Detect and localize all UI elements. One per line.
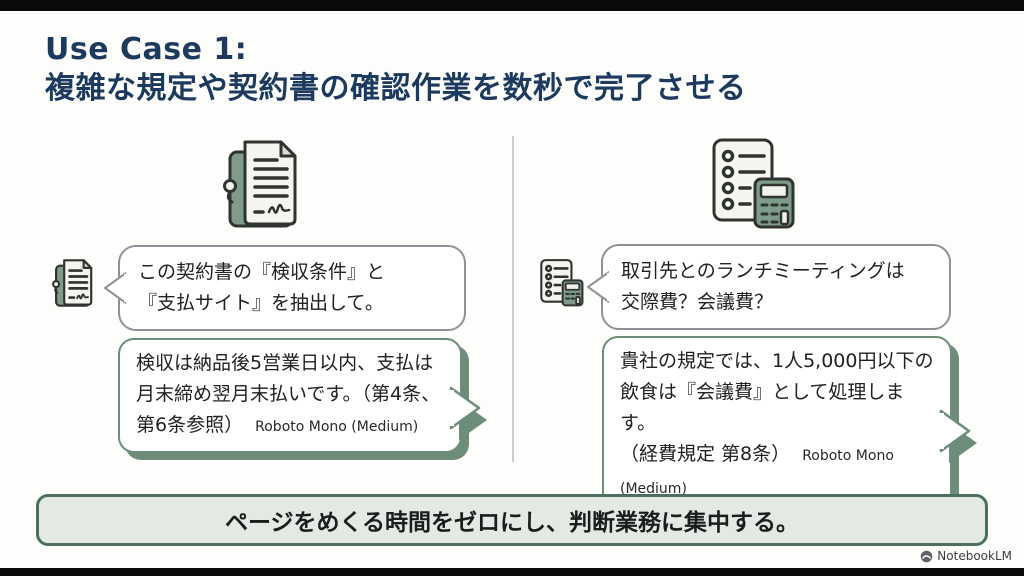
speech-tail-right-icon [449,386,487,441]
letterbox-bottom [0,568,1024,576]
column-divider [512,136,514,462]
brand-footer: NotebookLM [920,549,1012,563]
answer-line: 第6条参照） Roboto Mono (Medium) [136,410,444,443]
right-question-bubble: 取引先とのランチミーティングは 交際費？会議費？ [587,244,951,330]
answer-line: 月末締め翌月末払いです。（第4条、 [136,383,441,405]
answer-line: 飲食は『会議費』として処理します。 [620,381,905,434]
speech-tail-right-icon [939,409,977,463]
answer-line-text: （経費規定 第8条） [620,443,791,465]
question-line: 『支払サイト』を抽出して。 [138,292,384,314]
speech-tail-left-icon [104,272,126,304]
contract-document-icon [215,134,315,238]
notebooklm-logo-icon [921,550,933,562]
font-note-label: Roboto Mono (Medium) [255,419,419,435]
font-note-label: Roboto Mono (Medium) [620,448,894,497]
question-line: 交際費？会議費？ [621,291,774,313]
summary-banner-text: ページをめくる時間をゼロにし、判断業務に集中する。 [224,510,800,536]
title-line-2: 複雑な規定や契約書の確認作業を数秒で完了させる [45,71,747,106]
answer-line-text: 第6条参照） [136,414,244,436]
right-answer-bubble: 貴社の規定では、1人5,000円以下の 飲食は『会議費』として処理します。 （経… [602,336,977,515]
question-line: 取引先とのランチミーティングは [621,260,905,282]
answer-line: （経費規定 第8条） Roboto Mono (Medium) [620,439,934,505]
contract-document-icon [48,251,102,319]
answer-line: 検収は納品後5営業日以内、支払は [136,352,434,374]
answer-line: 貴社の規定では、1人5,000円以下の [620,350,934,372]
speech-tail-left-icon [587,271,609,303]
title-line-1: Use Case 1: [45,32,248,67]
letterbox-top [0,0,1024,11]
checklist-calculator-icon [533,252,585,318]
summary-banner: ページをめくる時間をゼロにし、判断業務に集中する。 [36,494,988,546]
question-line: この契約書の『検収条件』と [138,261,386,283]
left-question-bubble: この契約書の『検収条件』と 『支払サイト』を抽出して。 [104,245,466,331]
page-title: Use Case 1: 複雑な規定や契約書の確認作業を数秒で完了させる [45,30,747,108]
brand-name: NotebookLM [937,549,1012,563]
checklist-calculator-icon [698,134,798,238]
left-answer-bubble: 検収は納品後5営業日以内、支払は 月末締め翌月末払いです。（第4条、 第6条参照… [118,338,487,453]
